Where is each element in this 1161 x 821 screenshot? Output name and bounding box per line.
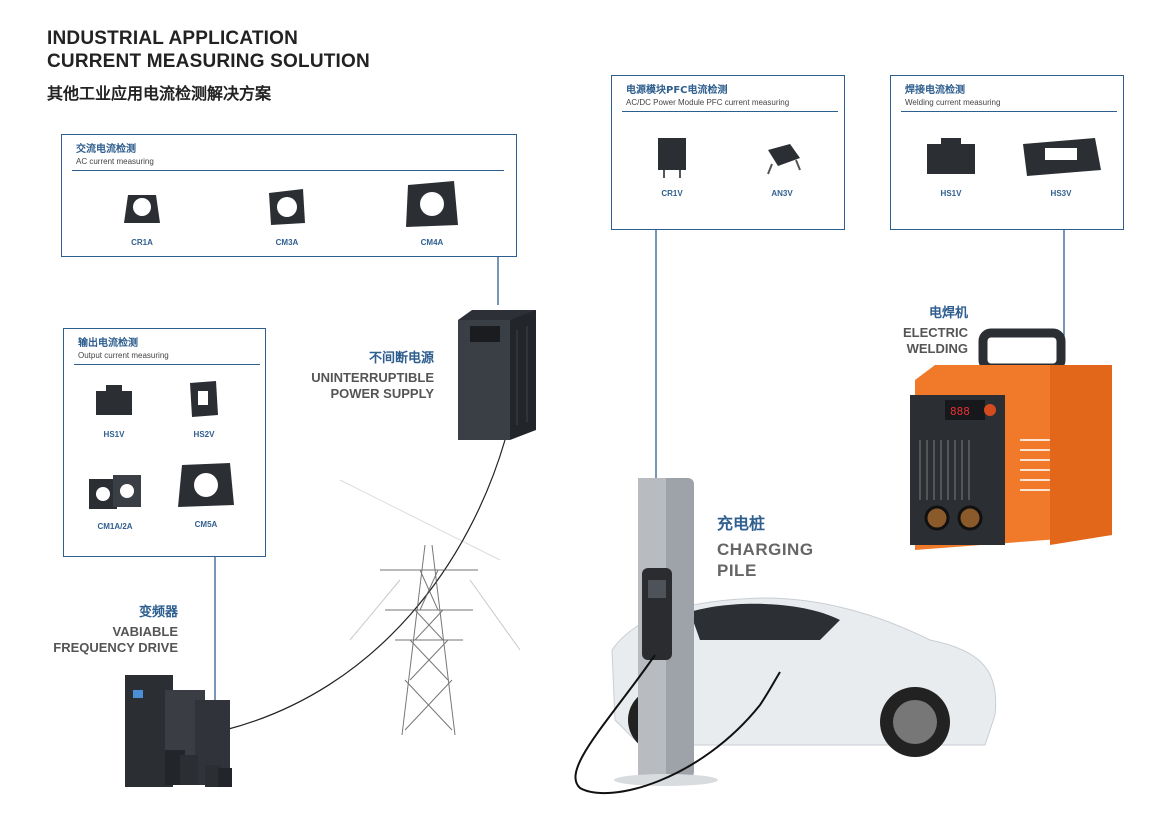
product-cm5a: CM5A	[174, 459, 238, 529]
app-charging-en2: PILE	[717, 561, 757, 580]
product-label: CM1A/2A	[97, 522, 133, 531]
panel-welding-divider	[901, 111, 1117, 112]
ups-device	[458, 310, 536, 440]
app-ups-cn: 不间断电源	[368, 351, 434, 366]
panel-welding-header: 焊接电流检测 Welding current measuring	[905, 84, 1000, 108]
app-ups-en2: POWER SUPPLY	[330, 386, 434, 401]
panel-output-current: 输出电流检测 Output current measuring HS1V HS2…	[63, 328, 266, 557]
panel-pfc-title-en: AC/DC Power Module PFC current measuring	[626, 98, 790, 107]
app-vfd-cn: 变频器	[138, 605, 178, 620]
panel-output-title-en: Output current measuring	[78, 351, 169, 360]
panel-ac-title-cn: 交流电流检测	[76, 144, 136, 155]
power-cable	[224, 439, 506, 731]
panel-pfc-title-cn: 电源模块PFC电流检测	[626, 85, 728, 96]
hall-sensor-icon	[927, 138, 975, 174]
hall-sensor-icon	[96, 385, 132, 415]
product-label: CM4A	[420, 238, 444, 247]
hall-sensor-icon	[767, 144, 801, 175]
transmission-tower	[339, 479, 521, 736]
panel-output-title-cn: 输出电流检测	[78, 338, 138, 349]
app-welder-en1: ELECTRIC	[903, 325, 968, 340]
product-hs1v-welding: HS1V	[921, 136, 981, 198]
product-cm4a: CM4A	[402, 179, 462, 247]
svg-text:888: 888	[950, 405, 970, 418]
panel-pfc-divider	[622, 111, 838, 112]
product-label: HS2V	[193, 430, 215, 439]
panel-ac-divider	[72, 170, 504, 171]
product-label: AN3V	[771, 189, 793, 198]
panel-welding-title-cn: 焊接电流检测	[905, 85, 965, 96]
ring-sensor-icon	[406, 181, 458, 227]
product-label: CM3A	[275, 238, 299, 247]
app-vfd-en1: VABIABLE	[112, 624, 178, 639]
product-label: HS1V	[103, 430, 125, 439]
charging-pile	[574, 478, 781, 795]
hall-sensor-icon	[1023, 138, 1101, 176]
product-cr1v: CR1V	[647, 134, 697, 198]
app-label-vfd: 变频器 VABIABLE FREQUENCY DRIVE	[40, 601, 178, 656]
panel-ac-header: 交流电流检测 AC current measuring	[76, 143, 154, 167]
page-title: INDUSTRIAL APPLICATION CURRENT MEASURING…	[47, 27, 370, 73]
app-welder-en2: WELDING	[906, 341, 968, 356]
page-title-cn: 其他工业应用电流检测解决方案	[47, 84, 272, 103]
product-an3v: AN3V	[757, 138, 807, 198]
panel-pfc-current: 电源模块PFC电流检测 AC/DC Power Module PFC curre…	[611, 75, 845, 230]
panel-ac-title-en: AC current measuring	[76, 157, 154, 166]
hall-sensor-icon	[190, 381, 218, 417]
welder-device: 888	[910, 328, 1112, 550]
ring-sensor-icon	[89, 475, 141, 509]
app-welder-cn: 电焊机	[928, 306, 968, 321]
app-label-charging: 充电桩 CHARGING PILE	[717, 510, 837, 581]
hall-sensor-icon	[658, 138, 686, 178]
app-label-welder: 电焊机 ELECTRIC WELDING	[880, 302, 968, 357]
product-label: CR1A	[131, 238, 153, 247]
product-hs1v: HS1V	[89, 381, 139, 439]
page-title-line1: INDUSTRIAL APPLICATION	[47, 28, 299, 49]
panel-pfc-header: 电源模块PFC电流检测 AC/DC Power Module PFC curre…	[626, 84, 789, 108]
product-hs2v: HS2V	[179, 377, 229, 439]
product-cr1a: CR1A	[117, 185, 167, 247]
product-label: CM5A	[194, 520, 218, 529]
ring-sensor-icon	[124, 195, 160, 223]
product-label: HS1V	[940, 189, 962, 198]
product-cm3a: CM3A	[262, 185, 312, 247]
app-vfd-en2: FREQUENCY DRIVE	[53, 640, 178, 655]
ring-sensor-icon	[178, 463, 234, 507]
panel-output-header: 输出电流检测 Output current measuring	[78, 337, 169, 361]
panel-welding-current: 焊接电流检测 Welding current measuring HS1V HS…	[890, 75, 1124, 230]
vfd-drives	[125, 675, 232, 787]
app-charging-en1: CHARGING	[717, 540, 814, 559]
ring-sensor-icon	[269, 189, 305, 225]
page-title-line2: CURRENT MEASURING SOLUTION	[47, 51, 370, 72]
panel-output-divider	[74, 364, 260, 365]
app-ups-en1: UNINTERRUPTIBLE	[311, 370, 434, 385]
product-label: HS3V	[1050, 189, 1072, 198]
app-label-ups: 不间断电源 UNINTERRUPTIBLE POWER SUPPLY	[290, 347, 434, 402]
product-label: CR1V	[661, 189, 683, 198]
app-charging-cn: 充电桩	[717, 514, 766, 533]
product-cm1a-2a: CM1A/2A	[84, 469, 146, 531]
panel-welding-title-en: Welding current measuring	[905, 98, 1001, 107]
panel-ac-current: 交流电流检测 AC current measuring CR1A CM3A CM…	[61, 134, 517, 257]
product-hs3v: HS3V	[1016, 134, 1106, 198]
